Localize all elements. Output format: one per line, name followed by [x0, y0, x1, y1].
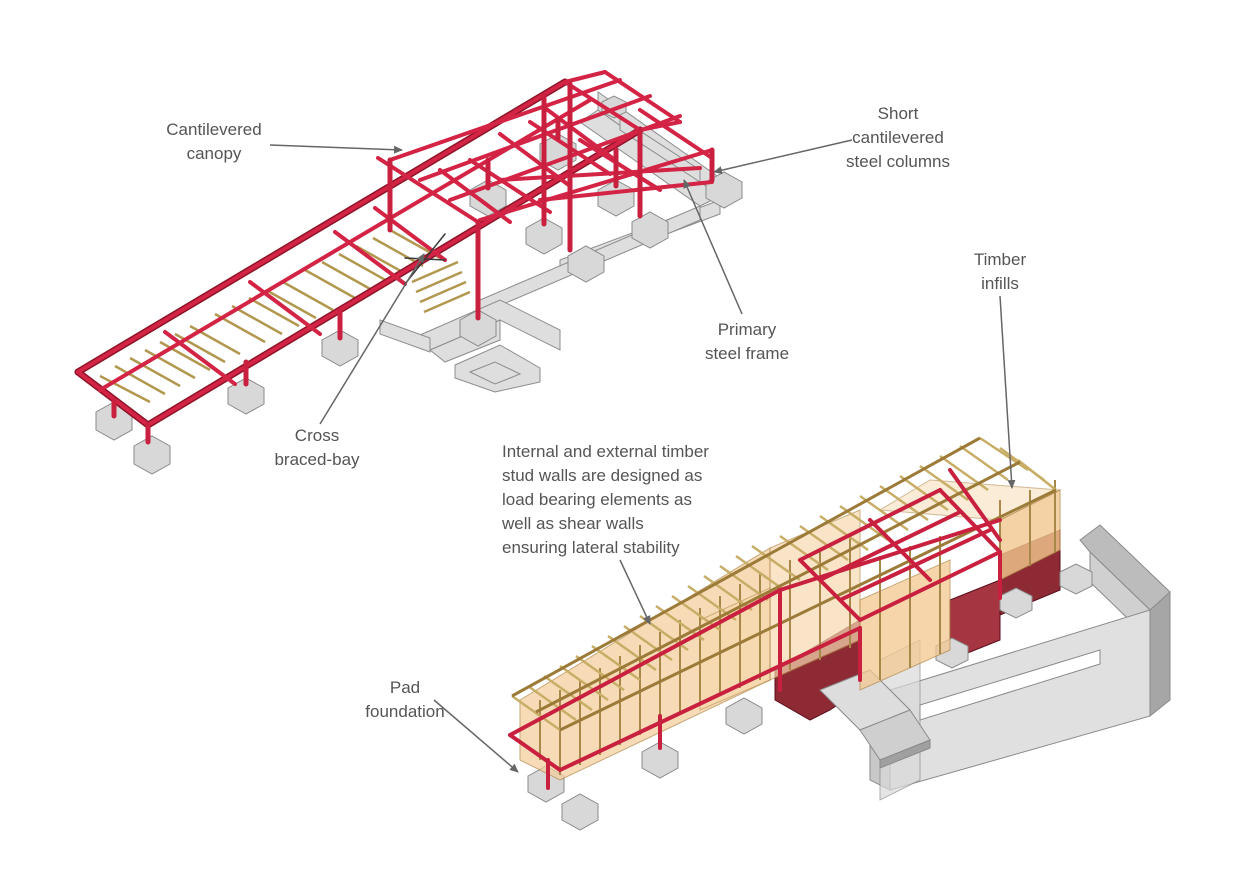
label-primary-frame: Primary steel frame: [692, 318, 802, 366]
primary-steel-frame: [74, 70, 715, 445]
label-cross-braced: Cross braced-bay: [262, 424, 372, 472]
label-line: Pad: [389, 678, 421, 697]
leader-short-columns: [713, 139, 853, 175]
label-line: steel columns: [846, 152, 950, 171]
leader-cantilevered-canopy: [269, 144, 403, 154]
label-line: Internal and external timber: [502, 442, 709, 461]
label-pad-foundation: Pad foundation: [350, 676, 460, 724]
label-timber-infills: Timber infills: [950, 248, 1050, 296]
label-line: stud walls are designed as: [502, 466, 703, 485]
label-cantilevered-canopy: Cantilevered canopy: [152, 118, 276, 166]
leader-pad-foundation: [433, 699, 519, 773]
pad-foundations-top: [95, 95, 743, 475]
label-line: Short: [877, 104, 919, 123]
leader-lines: [269, 139, 1016, 773]
steel-frame-model: [74, 70, 743, 475]
leader-timber-infills: [999, 295, 1016, 489]
label-line: foundation: [365, 702, 445, 721]
label-line: canopy: [186, 144, 242, 163]
leader-primary-frame: [683, 179, 743, 315]
leader-stud-walls: [619, 559, 651, 625]
label-line: steel frame: [704, 344, 790, 363]
timber-floor-infill: [99, 228, 471, 404]
label-line: Timber: [973, 250, 1027, 269]
label-line: Cantilevered: [166, 120, 262, 139]
stairs-slab: [819, 669, 931, 769]
leader-cross-braced: [319, 253, 425, 425]
label-line: Cross: [294, 426, 340, 445]
steel-frame-building: [508, 468, 1002, 790]
timber-building-model: [508, 436, 1171, 831]
label-line: cantilevered: [852, 128, 944, 147]
label-line: Primary: [717, 320, 777, 339]
label-stud-walls: Internal and external timber stud walls …: [502, 440, 742, 560]
label-line: well as shear walls: [502, 514, 644, 533]
label-line: ensuring lateral stability: [502, 538, 680, 557]
label-short-columns: Short cantilevered steel columns: [830, 102, 966, 174]
label-line: braced-bay: [274, 450, 360, 469]
label-line: infills: [981, 274, 1019, 293]
retaining-wall: [869, 524, 1171, 801]
label-line: load bearing elements as: [502, 490, 692, 509]
